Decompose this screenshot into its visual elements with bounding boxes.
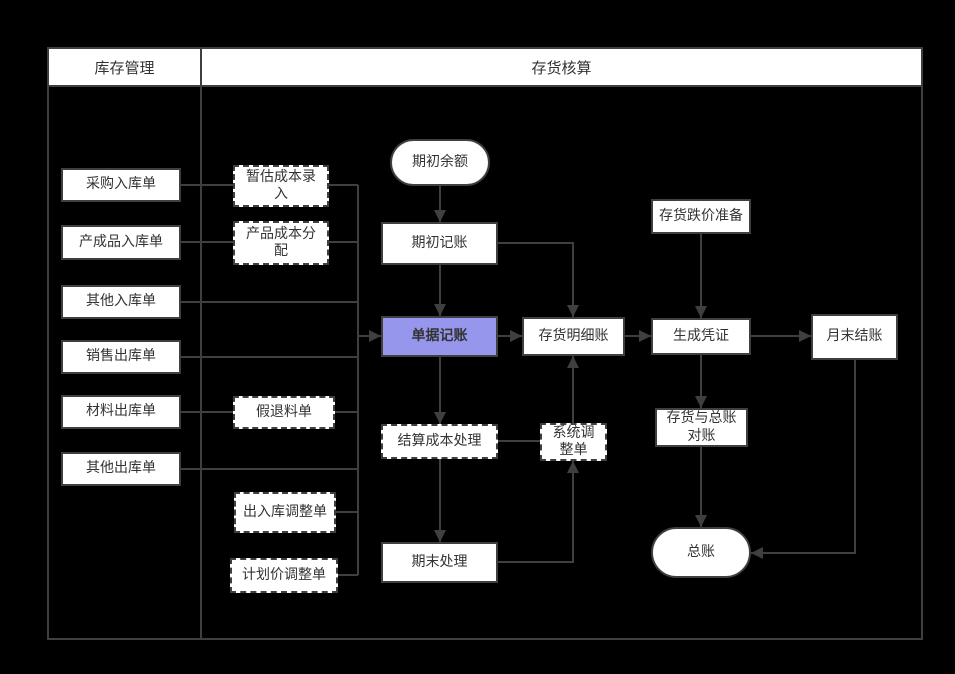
node-period-end-processing: 期末处理 <box>381 542 498 583</box>
node-month-end-closing: 月末结账 <box>811 314 898 360</box>
node-other-outbound-order: 其他出库单 <box>61 452 181 486</box>
lane-title-inventory-accounting: 存货核算 <box>531 58 592 77</box>
node-material-outbound-order: 材料出库单 <box>61 395 181 429</box>
node-other-inbound-order: 其他入库单 <box>61 285 181 319</box>
node-finished-goods-inbound-order: 产成品入库单 <box>61 225 181 260</box>
node-system-adjustment-order: 系统调 整单 <box>540 423 607 461</box>
node-generate-voucher: 生成凭证 <box>651 318 751 355</box>
edge-month-end-closing-to-general-ledger <box>751 360 856 559</box>
node-opening-posting: 期初记账 <box>381 222 498 265</box>
node-opening-balance: 期初余额 <box>390 139 490 186</box>
node-purchase-inbound-order: 采购入库单 <box>61 168 181 202</box>
node-estimated-cost-entry: 暂估成本录 入 <box>233 165 329 207</box>
node-product-cost-allocation: 产品成本分 配 <box>233 221 329 265</box>
node-general-ledger: 总账 <box>651 527 751 578</box>
node-inventory-gl-reconciliation: 存货与总账 对账 <box>655 408 748 447</box>
node-inventory-price-decline-reserve: 存货跌价准备 <box>651 199 751 234</box>
lane-divider <box>200 87 202 640</box>
lane-header-inventory-management: 库存管理 <box>47 47 202 87</box>
lane-title-inventory-management: 库存管理 <box>94 58 155 77</box>
lane-header-inventory-accounting: 存货核算 <box>200 47 923 87</box>
node-planned-price-adjustment-order: 计划价调整单 <box>230 558 338 593</box>
node-pseudo-return-order: 假退料单 <box>233 396 335 429</box>
node-inventory-subledger: 存货明细账 <box>522 317 625 356</box>
edge-period-end-to-system-adjustment <box>498 461 579 563</box>
edge-opening-posting-to-inventory-subledger <box>498 242 579 317</box>
node-document-posting: 单据记账 <box>381 316 498 357</box>
node-sales-outbound-order: 销售出库单 <box>61 340 181 374</box>
node-settlement-cost-processing: 结算成本处理 <box>381 424 498 459</box>
node-inbound-outbound-adjustment-order: 出入库调整单 <box>234 492 336 533</box>
